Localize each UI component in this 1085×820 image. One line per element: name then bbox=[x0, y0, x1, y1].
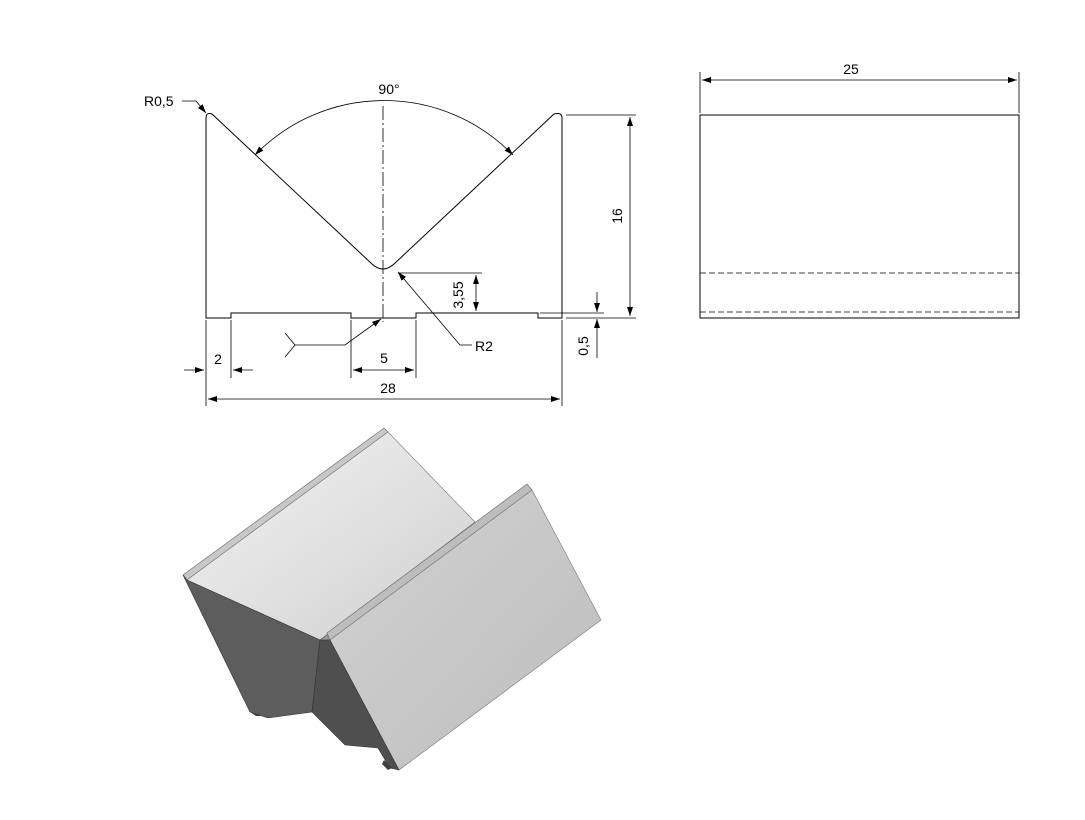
angle-dimension: 90° bbox=[254, 81, 514, 156]
foot-offset-dimension: 0,5 bbox=[540, 292, 604, 358]
height-dimension: 16 bbox=[566, 114, 636, 319]
iso-foot-left bbox=[250, 712, 268, 718]
front-view bbox=[205, 106, 563, 322]
isometric-view bbox=[182, 427, 602, 771]
radius-small-label: R0,5 bbox=[144, 93, 174, 109]
edge-width-dimension: 2 bbox=[184, 320, 253, 406]
foot-offset-label: 0,5 bbox=[575, 336, 591, 356]
overall-width-dimension: 28 bbox=[208, 320, 563, 406]
iso-front-end-face bbox=[311, 639, 400, 771]
height-label: 16 bbox=[609, 208, 625, 224]
length-label: 25 bbox=[843, 61, 859, 77]
slot-width-dimension: 5 bbox=[350, 320, 417, 378]
groove-depth-dimension: 3,55 bbox=[398, 272, 482, 311]
angle-label: 90° bbox=[378, 81, 399, 97]
groove-depth-label: 3,55 bbox=[450, 281, 466, 308]
side-view: 25 bbox=[699, 61, 1020, 319]
radius-bottom-callout: R2 bbox=[397, 271, 493, 354]
edge-width-label: 2 bbox=[214, 351, 222, 367]
slot-width-label: 5 bbox=[380, 350, 388, 366]
radius-small-callout: R0,5 bbox=[144, 93, 207, 114]
side-view-outline bbox=[699, 114, 1020, 319]
radius-bottom-label: R2 bbox=[475, 338, 493, 354]
iso-foot-right bbox=[382, 760, 392, 770]
front-view-outline bbox=[205, 113, 563, 319]
surface-leader bbox=[284, 318, 382, 358]
overall-width-label: 28 bbox=[380, 380, 396, 396]
